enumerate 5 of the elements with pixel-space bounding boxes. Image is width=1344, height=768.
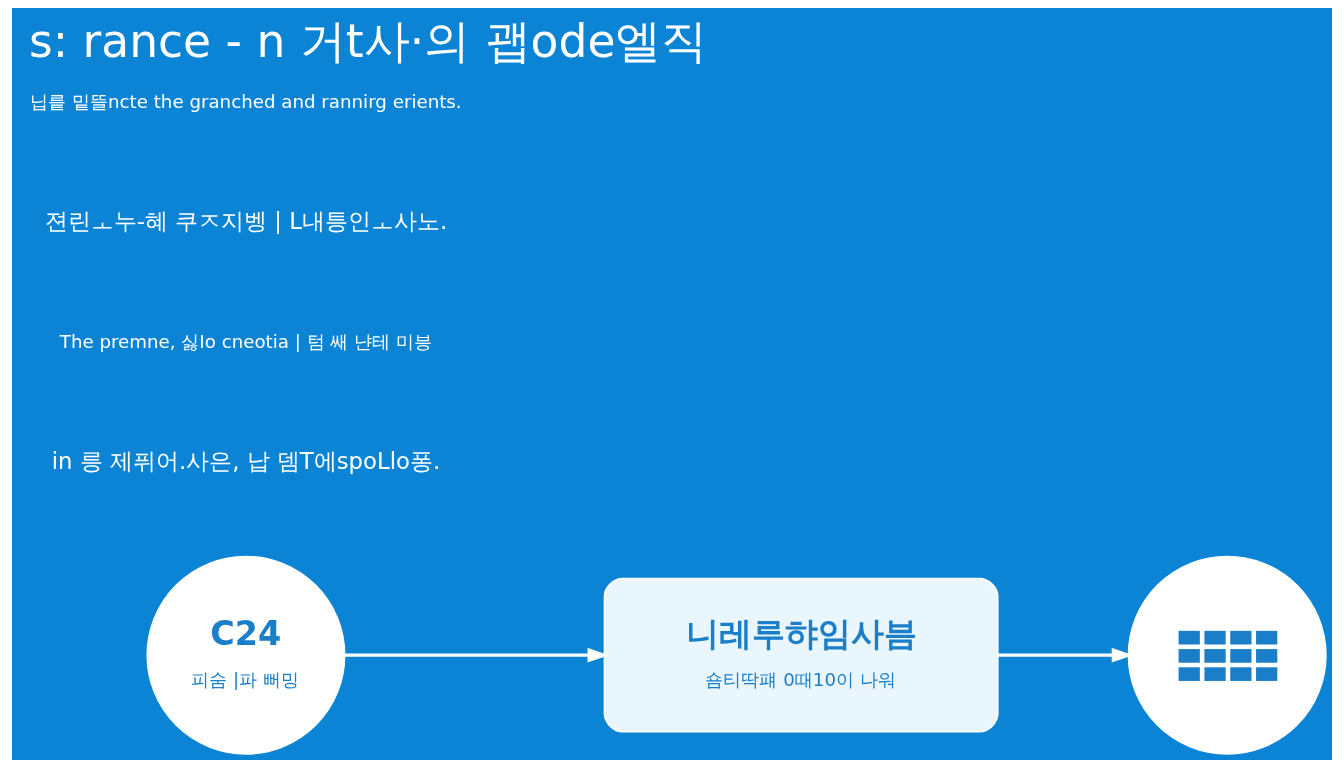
- label: 젼린ㅗ누-혜 쿠ㅈ지벵 | L내틍인ㅗ사노.: [44, 208, 448, 235]
- label: 닙릍 밑뜰ncte the granched and rannirg erients.: [30, 91, 462, 113]
- label: The premne, 싫Ⅰo cneotia | 텀 쌔 냔테 미븡: [59, 331, 433, 353]
- diagram-title: s: rance - n 거t사·의 괩ode엘직: [28, 14, 708, 68]
- label: in 릉 제퓌어.사은, 납 뎀T에spoLlo퐁.: [51, 448, 441, 475]
